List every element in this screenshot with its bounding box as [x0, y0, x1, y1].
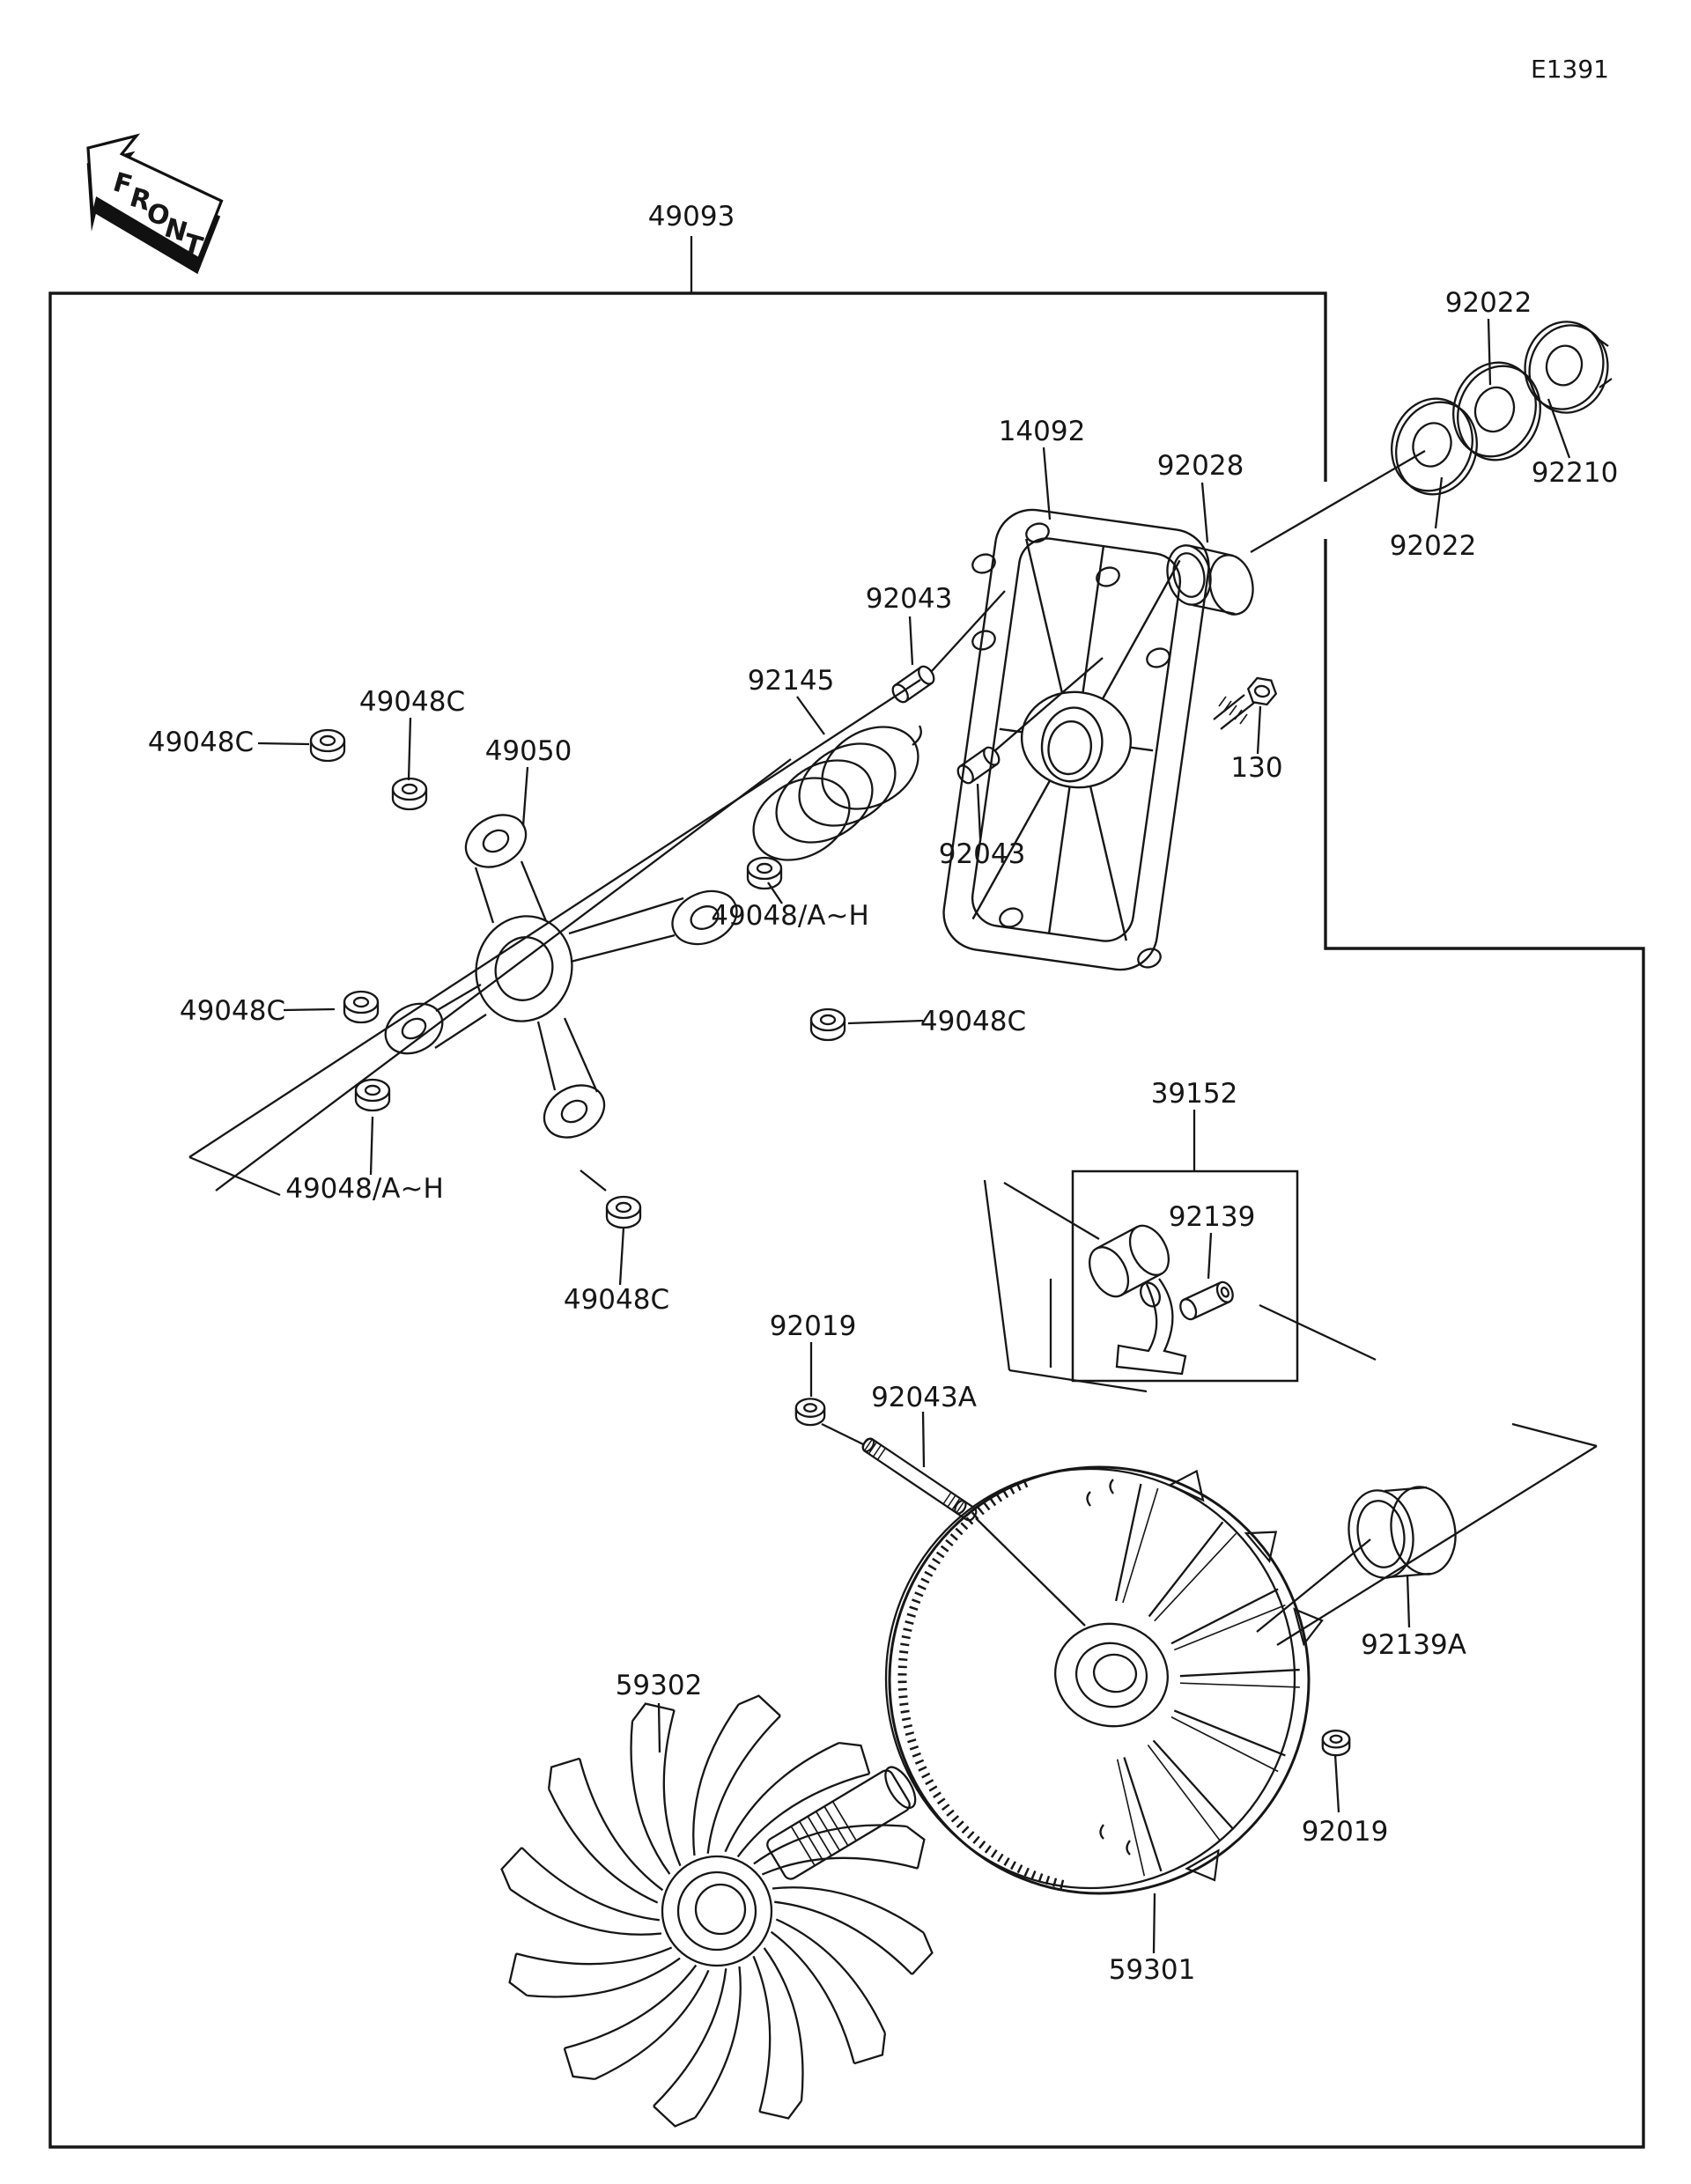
- part-callout-49048C: 49048C: [180, 995, 285, 1027]
- pin-92139: [1179, 1280, 1234, 1321]
- part-callout-49048C: 49048C: [359, 686, 465, 718]
- nut-49048c-4: [809, 1007, 846, 1042]
- part-callout-92022: 92022: [1445, 287, 1532, 319]
- part-callout-49048C: 49048C: [920, 1006, 1026, 1037]
- stud-92043a: [861, 1437, 978, 1522]
- nut-49048c-2: [309, 728, 346, 763]
- nut-49048-ah-1: [746, 856, 783, 890]
- page-code: E1391: [1531, 55, 1609, 84]
- part-callout-92043: 92043: [939, 838, 1026, 870]
- part-callout-92139A: 92139A: [1361, 1629, 1466, 1661]
- part-callout-49048C: 49048C: [148, 727, 254, 758]
- part-callout-49093: 49093: [648, 201, 735, 232]
- part-callout-92145: 92145: [748, 665, 835, 697]
- nut-49048c-1: [391, 777, 428, 811]
- part-callout-92043A: 92043A: [871, 1382, 977, 1413]
- fan-59302: [500, 1694, 934, 2128]
- part-callout-92210: 92210: [1532, 457, 1619, 489]
- part-callout-49048-A-H: 49048/A~H: [285, 1173, 444, 1205]
- part-callout-39152: 39152: [1151, 1078, 1238, 1110]
- bushing-92139a: [1348, 1486, 1457, 1579]
- pin-92043-lower: [956, 746, 1001, 785]
- part-callout-92019: 92019: [770, 1310, 857, 1342]
- washer-92022-lower: [1391, 397, 1478, 496]
- part-callout-92022: 92022: [1390, 530, 1477, 562]
- part-callout-59302: 59302: [616, 1670, 703, 1701]
- part-callout-92028: 92028: [1157, 450, 1244, 482]
- nut-49048-ah-2: [354, 1078, 391, 1112]
- part-callout-92019: 92019: [1302, 1816, 1389, 1848]
- nut-49048c-3: [343, 990, 380, 1024]
- part-callout-49050: 49050: [485, 735, 572, 767]
- pin-92043-upper: [891, 665, 935, 704]
- weight-39152: [1088, 1224, 1187, 1376]
- bolt-130: [1213, 676, 1278, 730]
- part-callout-49048C: 49048C: [564, 1284, 669, 1316]
- nut-92019-left: [794, 1398, 826, 1427]
- nut-49048c-5: [605, 1195, 642, 1229]
- part-callout-130: 130: [1230, 752, 1282, 784]
- spider-49050: [384, 814, 738, 1139]
- spring-92145: [752, 725, 922, 861]
- part-callout-92139: 92139: [1169, 1201, 1256, 1233]
- part-callout-49048-A-H: 49048/A~H: [711, 900, 869, 932]
- part-callout-14092: 14092: [999, 416, 1086, 447]
- part-callout-92043: 92043: [866, 583, 953, 615]
- leader-lines: [188, 236, 1598, 1954]
- nut-92019-right: [1321, 1730, 1351, 1757]
- locknut-92210: [1524, 321, 1613, 414]
- assembly-boxes: [48, 291, 1645, 2149]
- pulley-59301: [884, 1465, 1324, 1895]
- washer-92022-upper: [1452, 361, 1541, 461]
- part-callout-59301: 59301: [1109, 1954, 1196, 1986]
- cover-14092: [942, 508, 1210, 971]
